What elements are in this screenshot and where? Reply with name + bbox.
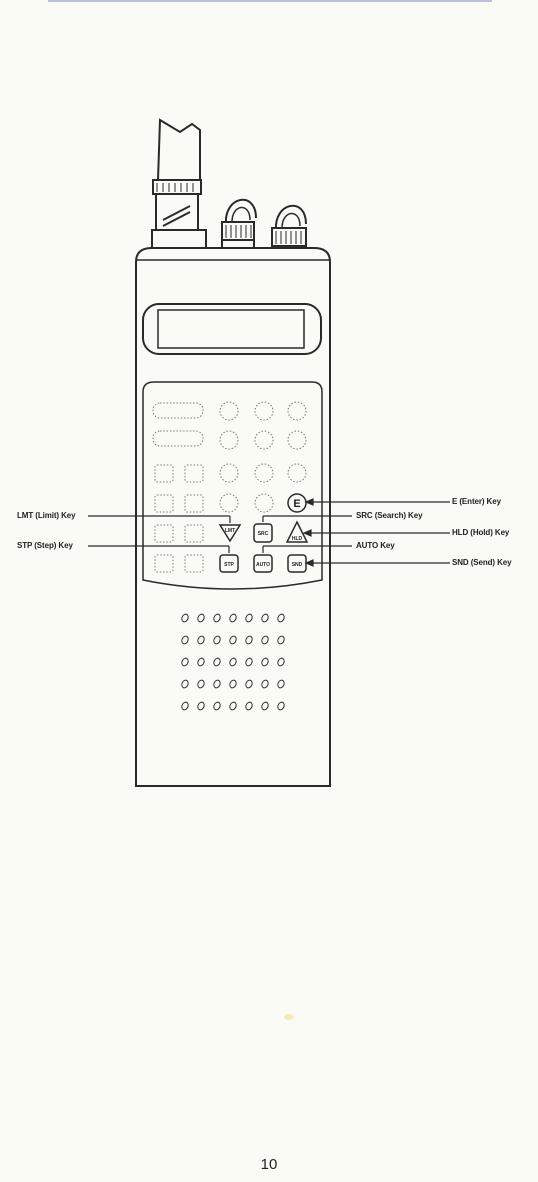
search-key-callout: SRC (Search) Key — [356, 511, 422, 520]
limit-key-callout: LMT (Limit) Key — [17, 511, 76, 520]
auto-key-callout: AUTO Key — [356, 541, 395, 550]
step-key-label: STP — [224, 562, 234, 568]
paper-stain — [284, 1014, 294, 1020]
send-key-label: SND — [292, 562, 303, 568]
auto-key-label: AUTO — [256, 562, 270, 568]
hold-key-label: HLD — [292, 536, 303, 542]
antenna — [152, 120, 206, 250]
enter-key-label: E — [293, 498, 300, 510]
search-key-label: SRC — [258, 531, 269, 537]
enter-key-callout: E (Enter) Key — [452, 497, 501, 506]
page-number: 10 — [0, 1156, 538, 1173]
squelch-knob — [272, 206, 306, 252]
limit-key-label: LMT — [225, 528, 235, 534]
step-key-callout: STP (Step) Key — [17, 541, 73, 550]
volume-knob — [222, 200, 256, 250]
hold-key-callout: HLD (Hold) Key — [452, 528, 509, 537]
send-key-callout: SND (Send) Key — [452, 558, 512, 567]
